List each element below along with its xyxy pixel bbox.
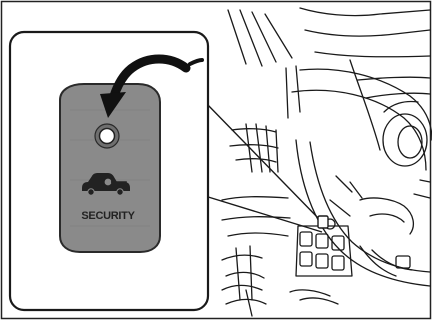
indicator-led-icon — [100, 129, 115, 144]
security-label: SECURITY — [81, 210, 135, 222]
security-switch-location — [318, 216, 328, 228]
inset-detail-box: SECURITY — [10, 32, 208, 310]
